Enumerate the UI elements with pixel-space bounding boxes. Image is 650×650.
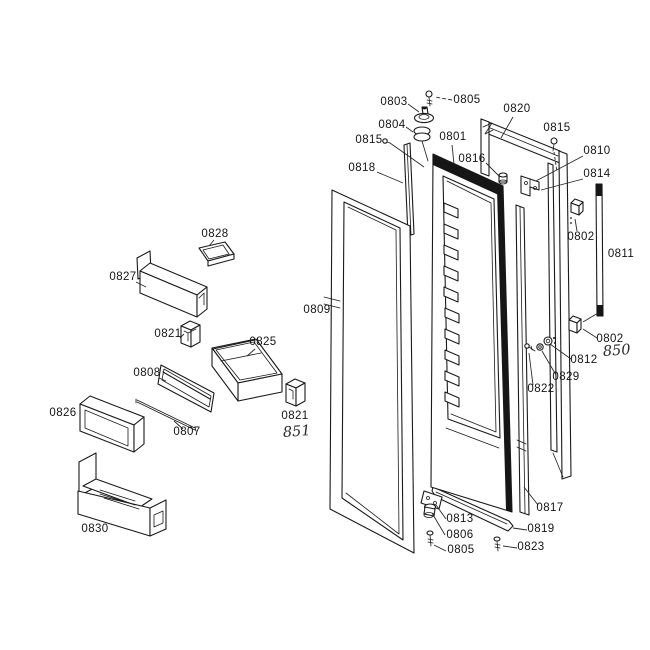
part-label-0803: 0803 — [380, 96, 407, 108]
handwritten-851: 851 — [282, 423, 311, 441]
part-label-0811: 0811 — [608, 248, 634, 260]
part-label-0829: 0829 — [552, 371, 579, 383]
door-bin-0826 — [79, 395, 145, 453]
clip-0821-left — [180, 320, 201, 348]
grommet-0812 — [543, 336, 556, 346]
door-outer-frame-0820 — [480, 118, 572, 480]
part-label-0801: 0801 — [439, 131, 466, 143]
washer-0804 — [413, 126, 431, 162]
screw-0815-right — [550, 137, 558, 173]
screw-0805-top — [425, 90, 433, 107]
part-label-0818: 0818 — [348, 162, 375, 174]
end-cap-0802-bottom — [568, 315, 582, 334]
clip-0821-right — [285, 378, 306, 407]
part-label-0823: 0823 — [517, 541, 544, 553]
part-label-0815-right: 0815 — [543, 122, 570, 134]
part-label-0825: 0825 — [249, 336, 276, 348]
leader-lines — [135, 96, 599, 552]
handle-rail-0811 — [570, 183, 604, 317]
door-gasket-0809 — [323, 189, 415, 554]
trim-strip-0818 — [403, 142, 415, 237]
part-label-0817: 0817 — [536, 502, 563, 514]
door-bin-0825 — [211, 338, 283, 402]
part-label-0806: 0806 — [446, 529, 473, 541]
part-label-0807: 0807 — [173, 426, 200, 438]
handwritten-850: 850 — [602, 342, 631, 360]
part-label-0828: 0828 — [201, 228, 228, 240]
part-label-0813: 0813 — [446, 513, 473, 525]
washer-0829 — [536, 343, 544, 351]
trim-rod-0807 — [135, 398, 197, 432]
door-bin-0830 — [77, 452, 167, 537]
part-labels: 0803 0805 0804 0815 0818 0801 0816 0820 … — [49, 94, 634, 556]
part-label-0804: 0804 — [378, 119, 405, 131]
bracket-0814 — [520, 175, 540, 197]
part-label-0820: 0820 — [503, 103, 530, 115]
door-panel-0801 — [430, 153, 513, 513]
glass-panel-0808 — [157, 364, 215, 413]
part-label-0815-left: 0815 — [355, 134, 382, 146]
part-label-0821-left: 0821 — [154, 328, 181, 340]
tray-0828 — [198, 241, 235, 267]
part-label-0827: 0827 — [109, 271, 136, 283]
kick-plate-0819 — [431, 486, 514, 532]
part-label-0802-bottom: 0802 — [596, 333, 623, 345]
screw-0822 — [524, 343, 536, 352]
part-label-0826: 0826 — [49, 407, 76, 419]
part-label-0830: 0830 — [81, 523, 108, 535]
end-cap-0802-top — [570, 198, 584, 216]
hinge-pin-0803 — [413, 106, 435, 124]
part-label-0805-top: 0805 — [453, 94, 480, 106]
part-label-0816: 0816 — [458, 153, 485, 165]
screw-0815-left — [382, 138, 391, 144]
shelf-ledges — [443, 202, 460, 408]
part-label-0822: 0822 — [527, 383, 554, 395]
pin-0816 — [498, 172, 508, 185]
screw-0823 — [493, 536, 501, 552]
part-label-0814: 0814 — [583, 168, 610, 180]
screw-0805-bottom — [426, 530, 434, 547]
part-label-0812: 0812 — [570, 354, 597, 366]
part-label-0808: 0808 — [133, 367, 160, 379]
part-label-0819: 0819 — [527, 523, 554, 535]
part-label-0809: 0809 — [303, 304, 330, 316]
handwritten-annotations: 850 851 — [282, 342, 631, 441]
part-label-0805-bottom: 0805 — [447, 544, 474, 556]
door-bin-0827 — [136, 250, 208, 318]
part-label-0810: 0810 — [583, 145, 610, 157]
side-trim-0817 — [515, 204, 530, 516]
part-label-0802-top: 0802 — [567, 231, 594, 243]
part-label-0821-right: 0821 — [281, 410, 308, 422]
